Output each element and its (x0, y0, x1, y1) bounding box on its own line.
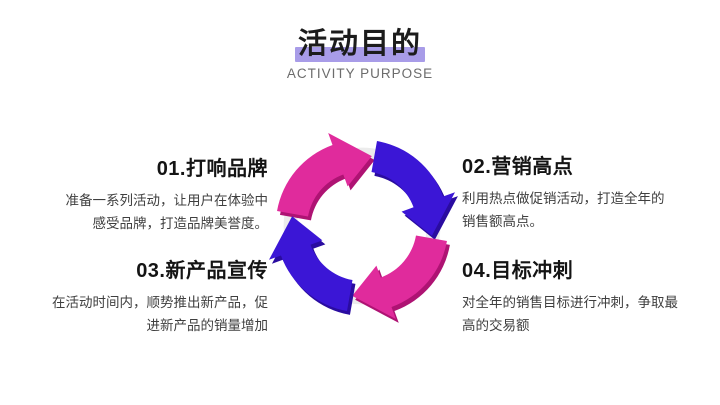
section-02-body: 利用热点做促销活动，打造全年的销售额高点。 (462, 191, 665, 229)
section-01-body: 准备一系列活动，让用户在体验中感受品牌，打造品牌美誉度。 (65, 193, 269, 231)
page-title-text: 活动目的 (297, 28, 422, 60)
section-04: 04.目标冲刺 对全年的销售目标进行冲刺，争取最高的交易额 (462, 254, 680, 337)
section-02-title: 02.营销高点 (462, 156, 574, 178)
title-block: 活动目的 ACTIVITY PURPOSE (0, 28, 720, 81)
title-highlight-bar (294, 47, 425, 62)
section-04-title: 04.目标冲刺 (462, 260, 574, 282)
section-03-title: 03.新产品宣传 (136, 260, 268, 282)
section-03-body: 在活动时间内，顺势推出新产品，促进新产品的销量增加 (52, 295, 268, 333)
page-subtitle: ACTIVITY PURPOSE (286, 66, 434, 82)
page-title: 活动目的 (294, 28, 425, 62)
section-02: 02.营销高点 利用热点做促销活动，打造全年的销售额高点。 (462, 150, 674, 233)
section-01-title: 01.打响品牌 (156, 158, 268, 180)
section-01: 01.打响品牌 准备一系列活动，让用户在体验中感受品牌，打造品牌美誉度。 (56, 152, 269, 235)
section-04-body: 对全年的销售目标进行冲刺，争取最高的交易额 (462, 295, 678, 333)
section-03: 03.新产品宣传 在活动时间内，顺势推出新产品，促进新产品的销量增加 (50, 254, 268, 337)
cycle-diagram (268, 132, 458, 323)
